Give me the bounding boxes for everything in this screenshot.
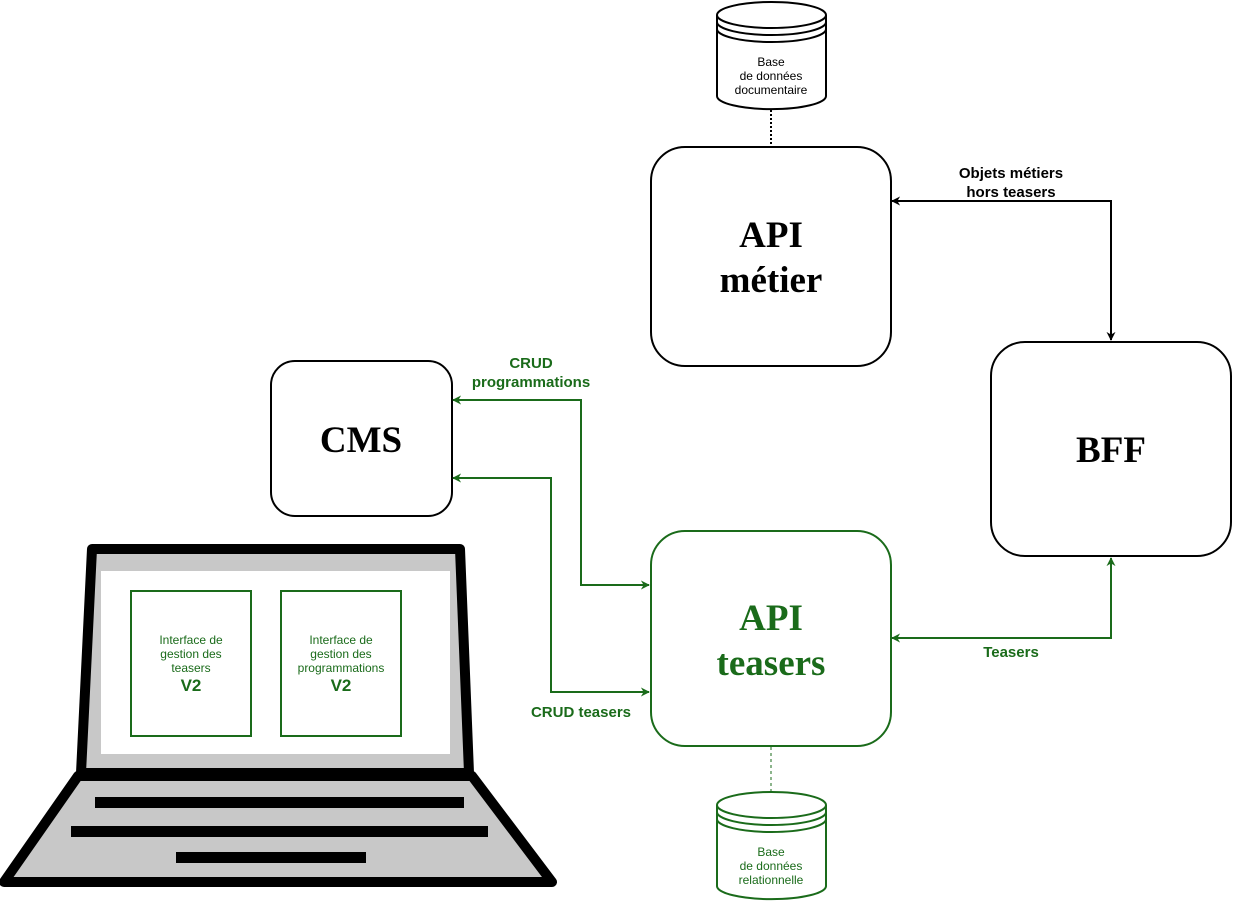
interface-programmations-version: V2 — [331, 676, 352, 695]
database-documentaire-label-3: documentaire — [735, 83, 808, 97]
laptop-keyboard-row-3 — [176, 852, 366, 863]
interface-programmations-label-1: Interface de — [309, 633, 373, 647]
database-relationnelle-label-2: de données — [740, 859, 803, 873]
database-cylinder-icon — [716, 15, 827, 111]
database-relationnelle-label-1: Base — [757, 845, 785, 859]
edge-teasers — [891, 557, 1116, 643]
laptop-keyboard-row-1 — [95, 797, 464, 808]
interface-teasers-label-2: gestion des — [160, 647, 221, 661]
laptop-illustration: Interface de gestion des teasers V2 Inte… — [0, 544, 557, 887]
api-teasers-label-1: API — [739, 598, 803, 639]
interface-teasers-label-1: Interface de — [159, 633, 223, 647]
database-relationnelle-label-3: relationnelle — [739, 873, 804, 887]
edge-crud-teasers-label: CRUD teasers — [531, 704, 631, 721]
edge-crud-programmations-label-1: CRUD — [509, 355, 552, 372]
interface-programmations-panel[interactable]: Interface de gestion des programmations … — [280, 590, 402, 737]
database-relationnelle: Base de données relationnelle — [716, 791, 827, 901]
database-documentaire: Base de données documentaire — [716, 1, 827, 111]
bff-label: BFF — [1076, 430, 1146, 471]
edge-objets-metiers-label-2: hors teasers — [966, 184, 1055, 201]
interface-programmations-label-2: gestion des — [310, 647, 371, 661]
edge-crud-programmations-label-2: programmations — [472, 374, 590, 391]
database-documentaire-label-2: de données — [740, 69, 803, 83]
edge-crud-teasers — [452, 473, 650, 697]
api-teasers-node: API teasers — [650, 530, 892, 747]
bff-node: BFF — [990, 341, 1232, 557]
database-documentaire-label-1: Base — [757, 55, 785, 69]
cms-node: CMS — [270, 360, 453, 517]
interface-programmations-label-3: programmations — [298, 661, 385, 675]
interface-teasers-label-3: teasers — [171, 661, 210, 675]
edge-teasers-label: Teasers — [983, 644, 1039, 661]
interface-teasers-version: V2 — [181, 676, 202, 695]
edge-objets-metiers-label-1: Objets métiers — [959, 165, 1063, 182]
laptop-keyboard-row-2 — [71, 826, 488, 837]
edge-objets-metiers — [891, 196, 1116, 341]
interface-teasers-panel[interactable]: Interface de gestion des teasers V2 — [130, 590, 252, 737]
api-teasers-label-2: teasers — [717, 643, 826, 684]
database-cylinder-icon — [716, 805, 827, 901]
cms-label: CMS — [320, 420, 402, 461]
api-metier-node: API métier — [650, 146, 892, 367]
api-metier-label-1: API — [739, 215, 803, 256]
api-metier-label-2: métier — [720, 260, 823, 301]
